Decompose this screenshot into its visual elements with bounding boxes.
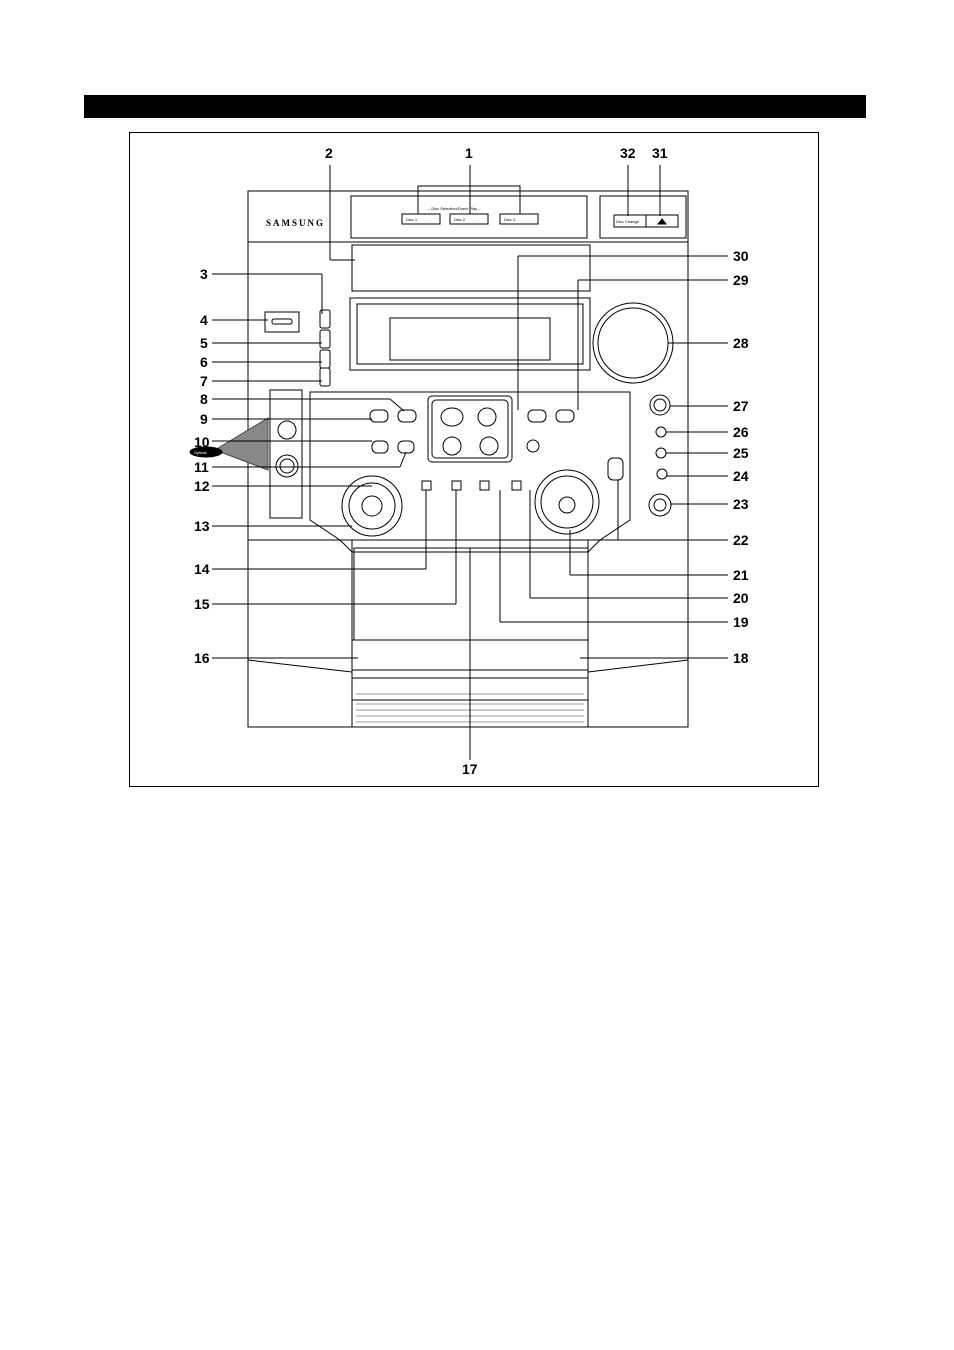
- callout-1: 1: [465, 145, 473, 161]
- callout-21: 21: [733, 567, 749, 583]
- callout-10: 10: [194, 434, 210, 450]
- display-window: [390, 318, 550, 360]
- cd-control-panel: [428, 396, 512, 462]
- callout-17: 17: [462, 761, 478, 777]
- callout-20: 20: [733, 590, 749, 606]
- cd-changer-top: [351, 196, 587, 238]
- callout-19: 19: [733, 614, 749, 630]
- callout-14: 14: [194, 561, 210, 577]
- disc2-label: Disc 2: [454, 217, 466, 222]
- callout-27: 27: [733, 398, 749, 414]
- deck-a: [354, 548, 470, 640]
- callout-15: 15: [194, 596, 210, 612]
- callout-18: 18: [733, 650, 749, 666]
- callout-32: 32: [620, 145, 636, 161]
- callout-3: 3: [200, 266, 208, 282]
- display-panel: [350, 298, 590, 370]
- callout-12: 12: [194, 478, 210, 494]
- callout-6: 6: [200, 354, 208, 370]
- callout-13: 13: [194, 518, 210, 534]
- callout-29: 29: [733, 272, 749, 288]
- callout-23: 23: [733, 496, 749, 512]
- disc-change-area: [600, 196, 686, 238]
- callout-4: 4: [200, 312, 208, 328]
- disc-selection-label: – Disc Selection/Direct Play –: [428, 206, 481, 211]
- disc1-label: Disc 1: [406, 217, 418, 222]
- callout-26: 26: [733, 424, 749, 440]
- callout-25: 25: [733, 445, 749, 461]
- disc3-label: Disc 3: [504, 217, 516, 222]
- brand-logo: SAMSUNG: [266, 218, 325, 228]
- callout-16: 16: [194, 650, 210, 666]
- callout-24: 24: [733, 468, 749, 484]
- optical-door: [270, 390, 302, 518]
- callout-22: 22: [733, 532, 749, 548]
- multi-jog-dial[interactable]: [535, 470, 599, 534]
- callout-5: 5: [200, 335, 208, 351]
- callout-9: 9: [200, 411, 208, 427]
- cd-tray-door: [352, 245, 590, 291]
- setting-button[interactable]: [556, 410, 574, 422]
- skip-forward-button[interactable]: [480, 437, 498, 455]
- callout-8: 8: [200, 391, 208, 407]
- timer-button[interactable]: [649, 494, 671, 516]
- stop-button[interactable]: [478, 408, 496, 426]
- skip-button[interactable]: [443, 437, 461, 455]
- callout-30: 30: [733, 248, 749, 264]
- callout-2: 2: [325, 145, 333, 161]
- power-button[interactable]: [650, 395, 670, 415]
- callout-11: 11: [194, 459, 209, 475]
- optical-label: Optical: [194, 450, 207, 455]
- callout-28: 28: [733, 335, 749, 351]
- volume-knob[interactable]: [593, 303, 673, 383]
- play-pause-button[interactable]: [441, 408, 463, 426]
- unit-body: [248, 191, 688, 727]
- function-dial[interactable]: [342, 476, 402, 536]
- disc-change-label: Disc Change: [616, 219, 640, 224]
- callout-7: 7: [200, 373, 208, 389]
- headphone-jack[interactable]: [265, 312, 299, 332]
- callout-31: 31: [652, 145, 668, 161]
- program-button[interactable]: [528, 410, 546, 422]
